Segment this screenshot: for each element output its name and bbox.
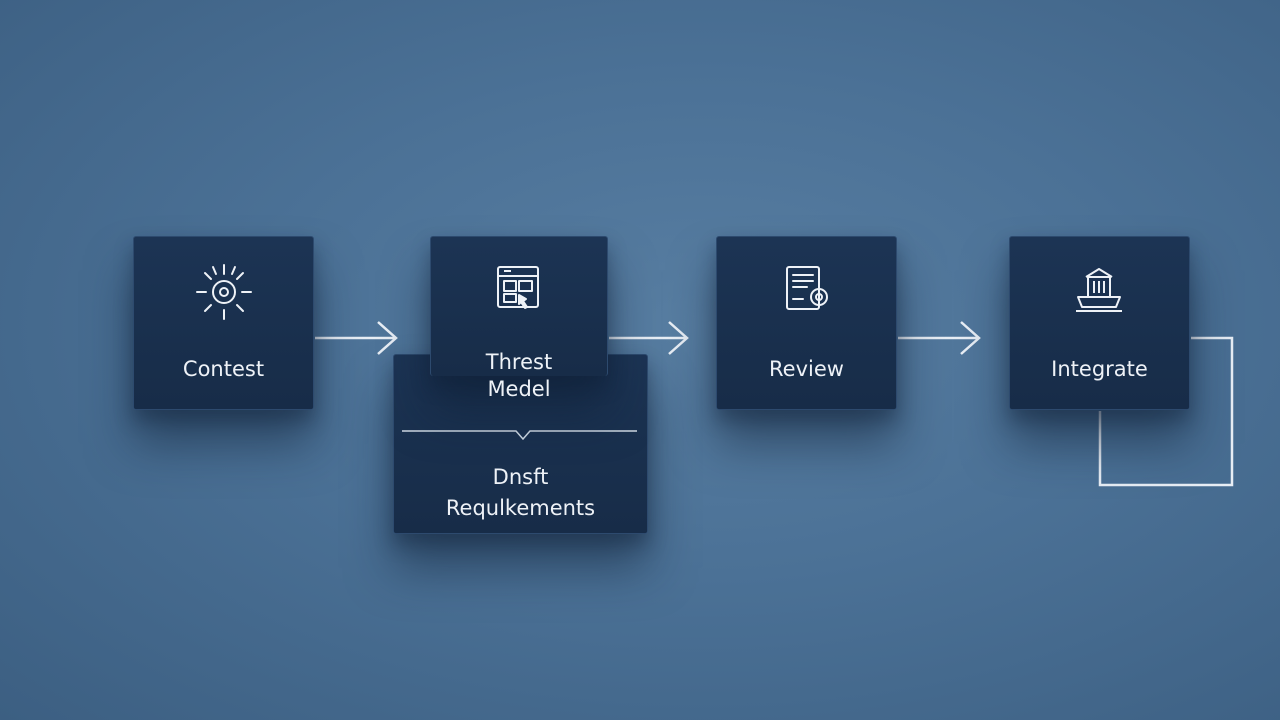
step-integrate-card: Integrate (1009, 236, 1190, 410)
step-threat-model-label: Threst Medel (485, 350, 553, 401)
step-draft-requirements-label: Dnsft Requlkements (445, 465, 596, 520)
step-threat-model-card: Threst Medel (430, 236, 608, 401)
divider-notch (402, 430, 637, 441)
sun-target-icon (196, 264, 252, 320)
document-seal-icon (786, 266, 828, 310)
step-review-card: Review (716, 236, 897, 410)
step-context-card: Contest (133, 236, 314, 410)
step-context-label: Contest (182, 357, 265, 381)
step-review-label: Review (769, 357, 844, 381)
step-integrate-label: Integrate (1051, 357, 1148, 381)
building-icon (1076, 268, 1122, 312)
browser-window-icon (497, 266, 539, 309)
